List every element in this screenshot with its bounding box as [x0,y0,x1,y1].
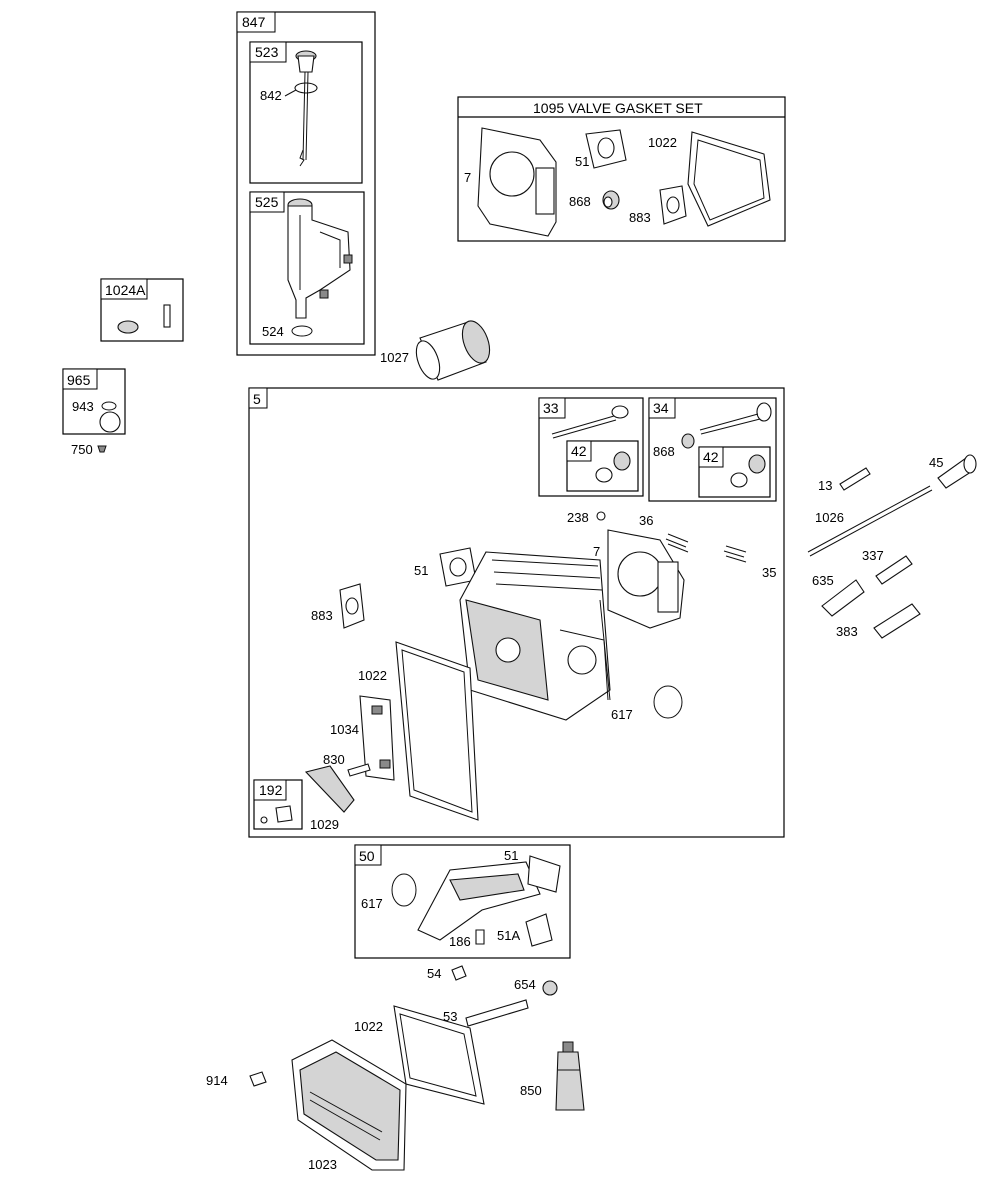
box-label-523: 523 [255,44,279,60]
box-label-42-b: 42 [703,449,719,465]
screw-914-part [249,1071,267,1087]
nut-654-part [542,980,558,996]
label-914: 914 [206,1073,228,1088]
box-label-33: 33 [543,400,559,416]
stud-53-part [465,999,529,1027]
sealant-tube-part [555,1041,585,1111]
box-label-1024A: 1024A [105,282,146,298]
label-383: 383 [836,624,858,639]
label-850: 850 [520,1083,542,1098]
label-868-gasket-set: 868 [569,194,591,209]
label-51-head: 51 [414,563,428,578]
group-965: 965 943 [62,368,126,435]
label-45: 45 [929,455,943,470]
cover-plate-part [99,411,121,433]
cover-gasket-head-part [395,641,479,821]
label-1029: 1029 [310,817,339,832]
label-186: 186 [449,934,471,949]
label-883-head: 883 [311,608,333,623]
cover-gasket-part [687,131,771,227]
label-943: 943 [72,399,94,414]
box-label-965: 965 [67,372,91,388]
dipstick-tube-part [287,198,353,319]
exhaust-valve-part [699,402,772,435]
gasket-51A-part [525,913,553,947]
label-53: 53 [443,1009,457,1024]
label-51A: 51A [497,928,520,943]
label-51-gasket-set: 51 [575,154,589,169]
label-35: 35 [762,565,776,580]
intake-valve-part [551,405,629,439]
push-rod-part [807,485,933,557]
label-1026: 1026 [815,510,844,525]
box-label-5: 5 [253,391,261,407]
label-635: 635 [812,573,834,588]
label-7-gasket-set: 7 [464,170,471,185]
breather-tube-1029-part [304,765,355,813]
label-238: 238 [567,510,589,525]
label-750: 750 [71,442,93,457]
o-ring-617-head-part [653,685,683,719]
label-1027: 1027 [380,350,409,365]
label-617-head: 617 [611,707,633,722]
label-36: 36 [639,513,653,528]
wrench-383-part [873,603,921,639]
spring-35-part [723,545,747,563]
group-5-cylinder-head: 5 33 42 34 868 42 238 36 7 [248,387,785,838]
stud-830-part [347,763,371,777]
label-7-head: 7 [593,544,600,559]
label-51-manifold: 51 [504,848,518,863]
group-847: 847 523 842 525 524 [236,11,376,356]
label-654: 654 [514,977,536,992]
label-524: 524 [262,324,284,339]
label-617-manifold: 617 [361,896,383,911]
label-842: 842 [260,88,282,103]
manifold-part [417,861,541,941]
box-label-50: 50 [359,848,375,864]
group-1095-valve-gasket-set: 1095 VALVE GASKET SET 7 51 868 883 1022 [457,96,786,242]
breather-part [117,320,139,334]
label-1022-head: 1022 [358,668,387,683]
box-label-1095: 1095 VALVE GASKET SET [533,100,703,116]
screw-54-part [451,965,467,981]
label-13: 13 [818,478,832,493]
box-label-42-a: 42 [571,443,587,459]
group-1024A: 1024A [100,278,184,342]
group-50-intake-manifold: 50 51 617 186 51A [354,844,571,959]
label-1022-cover: 1022 [354,1019,383,1034]
label-868-valve: 868 [653,444,675,459]
stud-186-part [475,929,485,945]
oil-filter-part [415,320,491,381]
box-label-847: 847 [242,14,266,30]
spark-plug-boot-part [821,579,865,617]
label-1022-gasket-set: 1022 [648,135,677,150]
box-label-34: 34 [653,400,669,416]
dipstick-part [294,50,318,167]
breather-plate-part [359,695,395,781]
pin-part [163,304,171,328]
label-1023: 1023 [308,1157,337,1172]
spark-plug-part [875,555,913,585]
label-883-gasket-set: 883 [629,210,651,225]
label-830: 830 [323,752,345,767]
fitting-192-part [275,805,293,823]
label-1034: 1034 [330,722,359,737]
rocker-cover-part [291,1039,407,1171]
bolt-13-part [839,467,871,491]
cylinder-head-part [459,551,611,721]
screw-750-part [97,445,107,453]
box-label-192: 192 [259,782,283,798]
label-337: 337 [862,548,884,563]
label-54: 54 [427,966,441,981]
valve-spring-part [665,533,689,553]
box-label-525: 525 [255,194,279,210]
o-ring-617-manifold-part [391,873,417,907]
